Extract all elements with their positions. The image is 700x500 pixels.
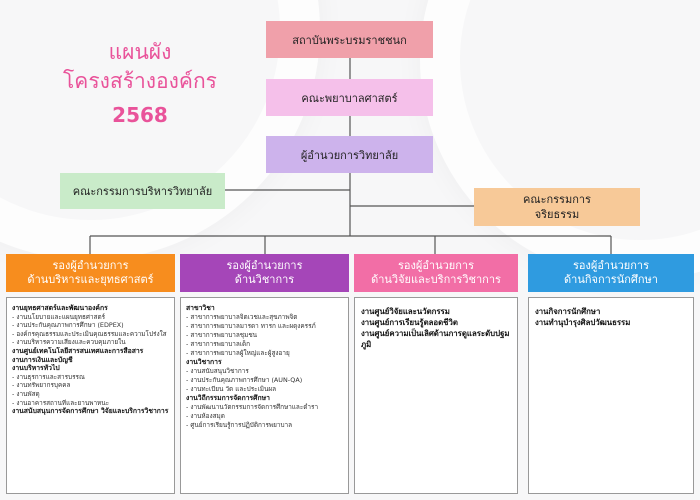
list-item: งานศูนย์การเรียนรู้ตลอดชีวิต [361, 318, 458, 327]
list-item: - งานประกันคุณภาพการศึกษา (EDPEX) [12, 321, 124, 330]
dept-header-line2: ด้านวิชาการ [234, 273, 295, 286]
box-faculty-nursing-label: คณะพยาบาลศาสตร์ [301, 91, 398, 105]
box-ethics-committee-line1: คณะกรรมการ [523, 193, 591, 206]
dept-header-line2: ด้านกิจการนักศึกษา [564, 273, 658, 286]
list-item: - งานบริหารความเสี่ยงและควบคุมภายใน [12, 338, 126, 347]
panel-admin-strategy: งานยุทธศาสตร์และพัฒนาองค์กร - งานนโยบายแ… [6, 297, 175, 494]
list-item: - สาขาการพยาบาลเด็ก [186, 340, 250, 348]
list-item: งานวิถีกรรมการจัดการศึกษา [186, 394, 270, 402]
list-item: - สาขาการพยาบาลชุมชน [186, 331, 258, 339]
list-item: งานศูนย์วิจัยและนวัตกรรม [361, 307, 450, 316]
list-item: งานการเงินและบัญชี [12, 355, 73, 364]
list-item: สาขาวิชา [186, 304, 215, 312]
dept-header-line1: รองผู้อำนวยการ [572, 259, 649, 272]
chart-title: แผนผัง โครงสร้างองค์กร 2568 [40, 38, 240, 130]
box-ethics-committee-line2: จริยธรรม [534, 208, 580, 221]
title-line1: แผนผัง [108, 40, 172, 64]
list-item: - งานธุรการและสารบรรณ [12, 372, 85, 381]
list-item: - งานพัฒนานวัตกรรมการจัดการศึกษาและตำรา [186, 403, 319, 411]
list-item: - งานนโยบายและแผนยุทธศาสตร์ [12, 312, 106, 321]
list-item: - สาขาการพยาบาลจิตเวชและสุขภาพจิต [186, 313, 298, 321]
list-item: งานวิชาการ [186, 358, 222, 366]
box-ethics-committee: คณะกรรมการ จริยธรรม [474, 188, 640, 226]
dept-header-line2: ด้านบริหารและยุทธศาสตร์ [27, 273, 154, 286]
list-item: - สาขาการพยาบาลมารดา ทารก และผดุงครรภ์ [186, 322, 316, 330]
box-admin-committee-label: คณะกรรมการบริหารวิทยาลัย [72, 185, 213, 198]
list-item: งานศูนย์ความเป็นเลิศด้านการดูแลระดับปฐมภ… [361, 329, 510, 349]
box-faculty-nursing: คณะพยาบาลศาสตร์ [266, 79, 433, 116]
list-item: - งานทรัพยากรบุคคล [12, 381, 71, 390]
title-year: 2568 [112, 103, 168, 127]
dept-header-line1: รองผู้อำนวยการ [397, 259, 474, 272]
box-praboromarajchanok: สถาบันพระบรมราชชนก [266, 21, 433, 58]
list-item: งานกิจการนักศึกษา [535, 307, 601, 316]
dept-header-student-affairs: รองผู้อำนวยการ ด้านกิจการนักศึกษา [528, 254, 694, 292]
dept-header-line2: ด้านวิจัยและบริการวิชาการ [371, 273, 501, 286]
box-praboromarajchanok-label: สถาบันพระบรมราชชนก [292, 33, 407, 47]
dept-header-academic: รองผู้อำนวยการ ด้านวิชาการ [180, 254, 349, 292]
dept-header-admin-strategy: รองผู้อำนวยการ ด้านบริหารและยุทธศาสตร์ [6, 254, 175, 292]
list-item: - งานห้องสมุด [186, 412, 225, 420]
list-item: - งานสนับสนุนวิชาการ [186, 367, 249, 375]
list-item: งานยุทธศาสตร์และพัฒนาองค์กร [12, 304, 108, 312]
list-item: งานทำนุบำรุงศิลปวัฒนธรรม [535, 318, 631, 327]
panel-student-affairs: งานกิจการนักศึกษา งานทำนุบำรุงศิลปวัฒนธร… [528, 297, 694, 494]
box-college-director-label: ผู้อำนวยการวิทยาลัย [300, 148, 399, 162]
dept-header-line1: รองผู้อำนวยการ [52, 259, 129, 272]
list-item: - องค์กรคุณธรรมและประเมินคุณธรรมและความโ… [12, 329, 167, 338]
list-item: - งานอาคารสถานที่และยานพาหนะ [12, 398, 110, 407]
box-college-director: ผู้อำนวยการวิทยาลัย [266, 136, 433, 173]
title-line2: โครงสร้างองค์กร [63, 69, 217, 93]
list-item: - งานทะเบียน วัด และประเมินผล [186, 385, 277, 393]
dept-header-research-service: รองผู้อำนวยการ ด้านวิจัยและบริการวิชาการ [354, 254, 518, 292]
list-item: - สาขาการพยาบาลผู้ใหญ่และผู้สูงอายุ [186, 349, 290, 357]
list-item: - งานประกันคุณภาพการศึกษา (AUN-QA) [186, 376, 303, 384]
panel-academic: สาขาวิชา - สาขาการพยาบาลจิตเวชและสุขภาพจ… [180, 297, 349, 494]
list-item: - งานพัสดุ [12, 389, 40, 398]
box-admin-committee: คณะกรรมการบริหารวิทยาลัย [60, 173, 225, 209]
list-item: งานสนับสนุนการจัดการศึกษา วิจัยและบริการ… [12, 407, 169, 416]
list-item: - ศูนย์การเรียนรู้การปฏิบัติการพยาบาล [186, 421, 293, 429]
list-item: งานศูนย์เทคโนโลยีสารสนเทศและการสื่อสาร [12, 346, 144, 355]
panel-research-service: งานศูนย์วิจัยและนวัตกรรม งานศูนย์การเรีย… [354, 297, 518, 494]
list-item: งานบริหารทั่วไป [12, 364, 60, 373]
dept-header-line1: รองผู้อำนวยการ [226, 259, 303, 272]
